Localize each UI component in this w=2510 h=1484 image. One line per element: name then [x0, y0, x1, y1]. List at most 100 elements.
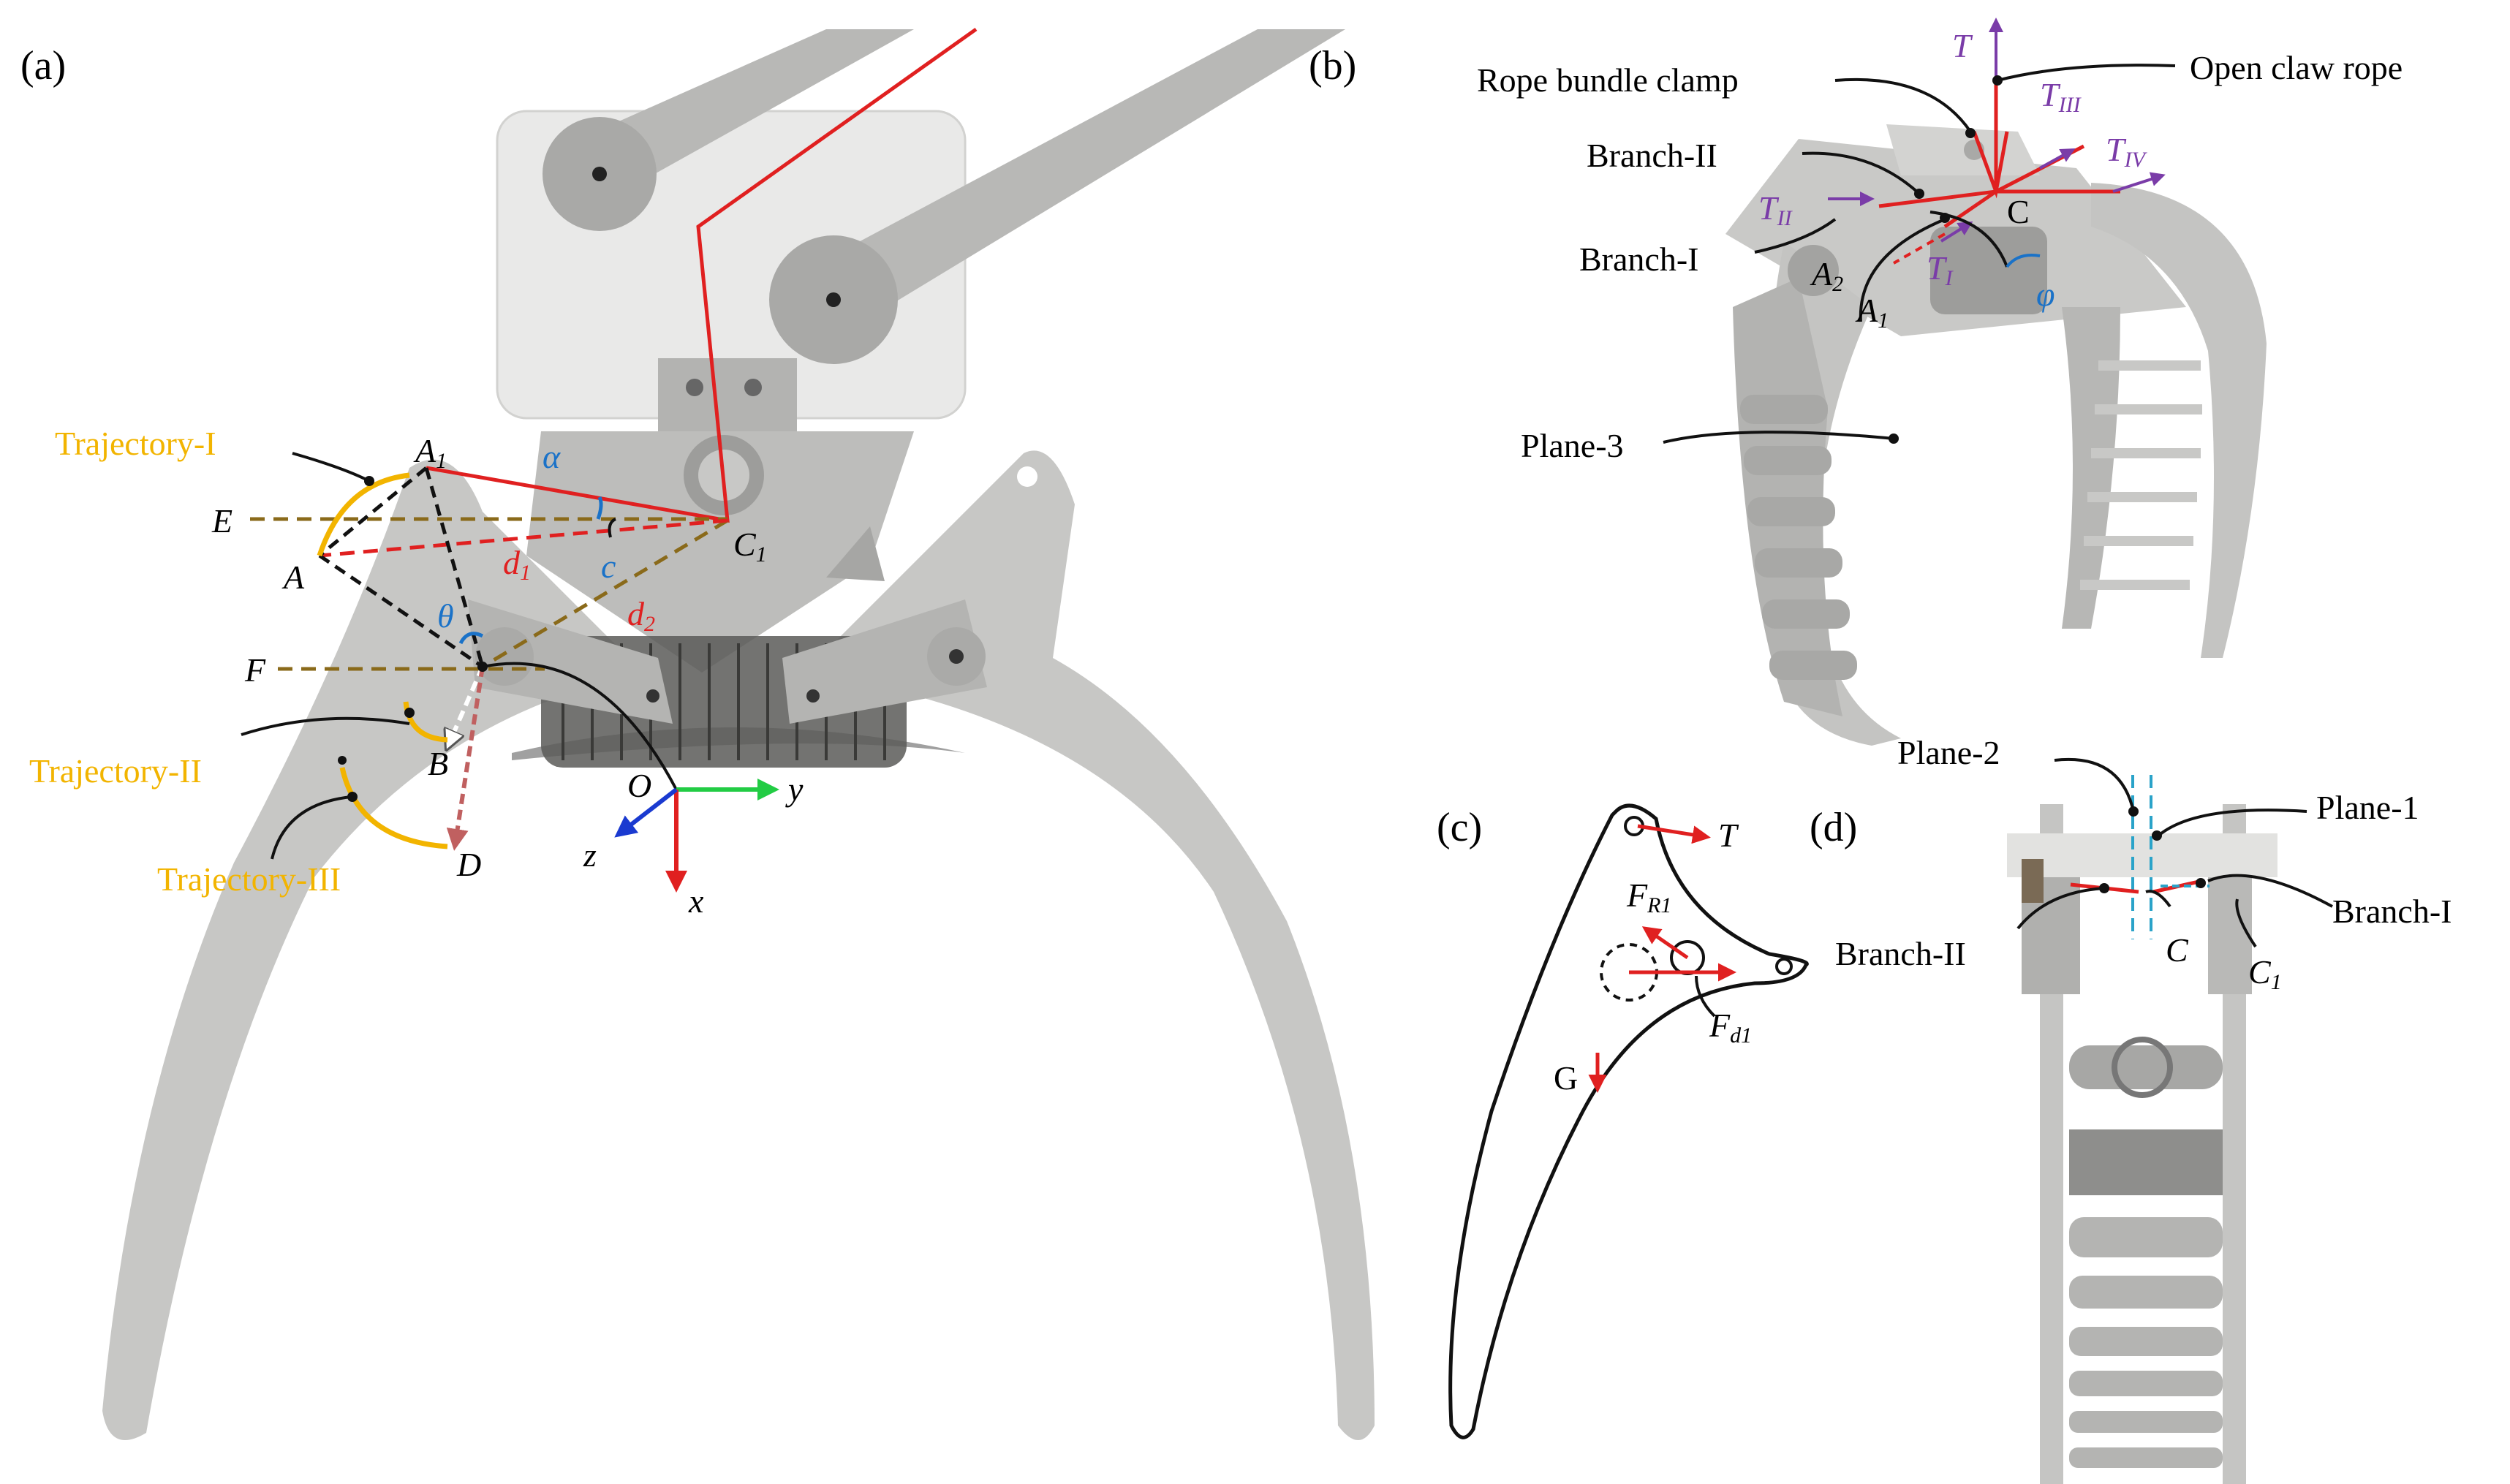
point-c-label-d: C: [2166, 931, 2189, 969]
force-g-label: G: [1554, 1059, 1578, 1097]
angle-c-label: c: [601, 548, 616, 585]
fd1-leader: [1695, 975, 1716, 1018]
dist-d1-label: d1: [503, 544, 531, 585]
point-d-label: D: [456, 846, 481, 883]
point-c1-label-d: C1: [2248, 953, 2282, 994]
pulley-left-hub: [592, 167, 607, 181]
line-d2: [481, 518, 729, 669]
point-e-label: E: [211, 502, 233, 540]
branch-1-dash: [1893, 232, 1946, 265]
mount-block: [658, 358, 797, 431]
theta-arc: [458, 632, 484, 645]
axis-x-label: x: [688, 882, 704, 920]
trajectory-1-label: Trajectory-I: [55, 425, 216, 462]
panel-d-label: (d): [1810, 805, 1857, 850]
plane-3-label: Plane-3: [1521, 427, 1624, 464]
gripper-body: [102, 431, 1375, 1440]
c-arc: [608, 518, 616, 538]
panel-b-label: (b): [1309, 43, 1356, 88]
branch-2-label-d: Branch-II: [1835, 935, 1966, 972]
plane-1-label: Plane-1: [2316, 789, 2419, 826]
pivot-left: [475, 627, 534, 686]
point-c-label-b: C: [2007, 193, 2030, 230]
point-b-label: B: [428, 745, 448, 782]
trajectory-2-label: Trajectory-II: [29, 752, 202, 790]
right-claw-inner: [2062, 307, 2120, 629]
open-claw-rope-label: Open claw rope: [2190, 49, 2403, 86]
alpha-arc: [596, 496, 603, 520]
tension-t1-label: TI: [1927, 249, 1954, 290]
leaders-d: [2016, 757, 2333, 948]
angle-alpha-label: α: [543, 438, 561, 475]
point-a1-label: A1: [413, 432, 447, 473]
right-finger: [804, 450, 1375, 1440]
front-roller: [2069, 1045, 2223, 1089]
panel-c-label: (c): [1437, 805, 1482, 850]
force-fr1-label: FR1: [1626, 877, 1671, 917]
point-f-label: F: [244, 651, 266, 689]
dist-d2-label: d2: [627, 595, 655, 636]
pivot-right-hub: [949, 649, 964, 664]
leader-dots-b: [1889, 75, 2003, 444]
finger-hole: [1017, 466, 1037, 487]
center-hub: [526, 431, 914, 673]
panel-a: (a): [20, 27, 1375, 1440]
top-frame: [496, 29, 1345, 431]
link-hole: [806, 689, 820, 703]
point-a-label: A: [281, 559, 305, 596]
left-claw-rods: [1740, 395, 1857, 680]
leaders-a: [241, 452, 410, 860]
gripper-3d: [1725, 124, 2267, 746]
trajectory-3-arc: [339, 767, 448, 849]
rope-bundle-clamp-label: Rope bundle clamp: [1477, 61, 1739, 99]
point-a1-label-b: A1: [1855, 292, 1889, 333]
angle-phi-label: φ: [2036, 276, 2055, 313]
link-hole: [646, 689, 659, 703]
force-fd1-label: Fd1: [1709, 1007, 1752, 1048]
tension-t2-label: TII: [1758, 189, 1793, 230]
phi-arc: [2006, 254, 2041, 268]
pivot-curve: [482, 662, 678, 790]
front-view: [2007, 804, 2277, 1484]
mount-hole: [744, 379, 762, 396]
panel-d: (d): [1810, 734, 2452, 1484]
left-finger: [102, 459, 643, 1440]
leader-dots-d: [2099, 806, 2206, 893]
arrow-b: [447, 665, 485, 747]
link-plate-right: [782, 599, 987, 724]
axis-z-label: z: [583, 836, 597, 874]
front-block-mid: [2069, 1129, 2223, 1195]
front-block-right: [2208, 877, 2252, 994]
front-rods: [2069, 1217, 2223, 1468]
point-o-label: O: [627, 767, 651, 804]
trajectory-3-label: Trajectory-III: [157, 860, 341, 898]
clamp-top: [1886, 124, 2040, 175]
axis-y-label: y: [785, 771, 804, 808]
pulley-right-hub: [826, 292, 841, 307]
branch-1-label-d: Branch-I: [2332, 893, 2452, 930]
upper-arm-right: [819, 29, 1345, 322]
panel-b: (b): [1309, 18, 2403, 746]
branch-2-label-b: Branch-II: [1587, 137, 1717, 174]
arrow-d: [446, 666, 485, 851]
tension-t-label: T: [1952, 27, 1973, 64]
link-plate-left: [468, 599, 673, 724]
panel-c: (c) T FR1 Fd1 G: [1437, 803, 1809, 1439]
line-d1: [319, 518, 728, 558]
rope: [426, 27, 978, 523]
right-claw: [2091, 183, 2267, 658]
angle-theta-label: θ: [437, 597, 454, 635]
tip-hole: [1775, 958, 1793, 975]
spring-3d: [1930, 227, 2047, 314]
finger-outline: [1448, 803, 1809, 1439]
panel-a-label: (a): [20, 43, 66, 88]
mount-hole: [686, 379, 703, 396]
branch-1-label-b: Branch-I: [1579, 241, 1698, 278]
force-t-label: T: [1718, 817, 1739, 854]
hub-tri: [826, 526, 885, 581]
point-a2-label: A2: [1810, 255, 1843, 296]
plane-2-label: Plane-2: [1897, 734, 2000, 771]
force-arrows-c: [1588, 824, 1736, 1093]
trajectory-1-arc: [317, 472, 410, 557]
